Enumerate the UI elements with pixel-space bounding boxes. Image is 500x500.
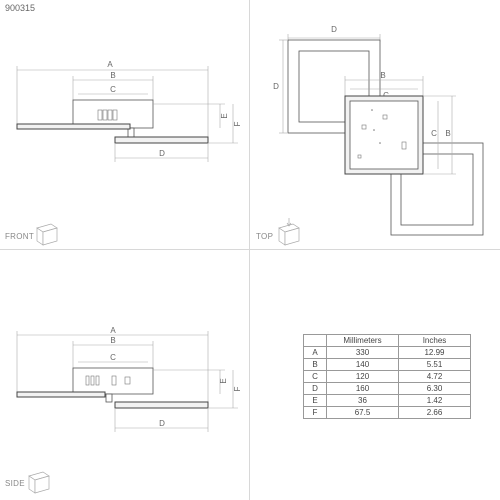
side-dim-b-label: B bbox=[110, 336, 115, 345]
row-mm: 67.5 bbox=[326, 406, 399, 419]
row-mm: 140 bbox=[326, 358, 399, 371]
row-key: C bbox=[303, 370, 327, 383]
side-dim-a-label: A bbox=[110, 326, 116, 335]
table-row: A 330 12.99 bbox=[303, 346, 471, 359]
front-dim-f-label: F bbox=[233, 121, 242, 126]
side-dim-e-label: E bbox=[219, 378, 228, 383]
table-row: C 120 4.72 bbox=[303, 370, 471, 383]
row-mm: 36 bbox=[326, 394, 399, 407]
side-dim-f-label: F bbox=[233, 386, 242, 391]
table-row: D 160 6.30 bbox=[303, 382, 471, 395]
side-view: A B C E F D bbox=[16, 326, 242, 494]
side-canopy bbox=[72, 367, 154, 395]
row-inches: 4.72 bbox=[398, 370, 471, 383]
front-dim-d-label: D bbox=[159, 149, 165, 158]
side-view-label: SIDE bbox=[5, 479, 25, 488]
table-header-row: Millimeters Inches bbox=[303, 334, 471, 347]
table-header-inches: Inches bbox=[398, 334, 471, 347]
front-dim-c-label: C bbox=[110, 85, 116, 94]
dimensions-table: Millimeters Inches A 330 12.99 B 140 5.5… bbox=[303, 334, 471, 419]
front-left-panel bbox=[16, 123, 131, 130]
side-cube-icon bbox=[28, 471, 50, 494]
top-dim-d-label: D bbox=[331, 25, 337, 34]
row-key: A bbox=[303, 346, 327, 359]
front-dim-e-label: E bbox=[220, 113, 229, 118]
product-code: 900315 bbox=[5, 3, 36, 13]
row-key: E bbox=[303, 394, 327, 407]
top-dim-b-label: B bbox=[380, 71, 385, 80]
side-dim-d-label: D bbox=[159, 419, 165, 428]
vertical-divider bbox=[249, 0, 250, 500]
front-right-panel bbox=[114, 136, 209, 144]
side-right-panel bbox=[114, 401, 209, 409]
row-key: F bbox=[303, 406, 327, 419]
row-key: B bbox=[303, 358, 327, 371]
top-dim-b-right-label: B bbox=[445, 129, 450, 138]
horizontal-divider bbox=[0, 249, 500, 250]
front-cube-icon bbox=[36, 223, 58, 246]
row-inches: 2.66 bbox=[398, 406, 471, 419]
top-view-label: TOP bbox=[256, 232, 274, 241]
row-mm: 120 bbox=[326, 370, 399, 383]
side-left-panel bbox=[16, 391, 106, 398]
table-row: B 140 5.51 bbox=[303, 358, 471, 371]
front-view-label: FRONT bbox=[5, 232, 35, 241]
table-header-blank bbox=[303, 334, 327, 347]
top-view: D D B C C B bbox=[273, 25, 484, 246]
top-cube-icon bbox=[278, 218, 300, 246]
top-canopy-inner bbox=[349, 100, 419, 170]
row-inches: 6.30 bbox=[398, 382, 471, 395]
front-dim-b-label: B bbox=[110, 71, 115, 80]
row-mm: 330 bbox=[326, 346, 399, 359]
front-view: A B C E F D bbox=[16, 60, 242, 246]
top-dim-d-left-label: D bbox=[273, 82, 279, 91]
table-header-millimeters: Millimeters bbox=[326, 334, 399, 347]
row-inches: 12.99 bbox=[398, 346, 471, 359]
front-dim-a-label: A bbox=[107, 60, 113, 69]
side-dim-c-label: C bbox=[110, 353, 116, 362]
row-mm: 160 bbox=[326, 382, 399, 395]
top-dim-c-right-label: C bbox=[431, 129, 437, 138]
row-inches: 1.42 bbox=[398, 394, 471, 407]
table-row: F 67.5 2.66 bbox=[303, 406, 471, 419]
row-inches: 5.51 bbox=[398, 358, 471, 371]
table-row: E 36 1.42 bbox=[303, 394, 471, 407]
row-key: D bbox=[303, 382, 327, 395]
